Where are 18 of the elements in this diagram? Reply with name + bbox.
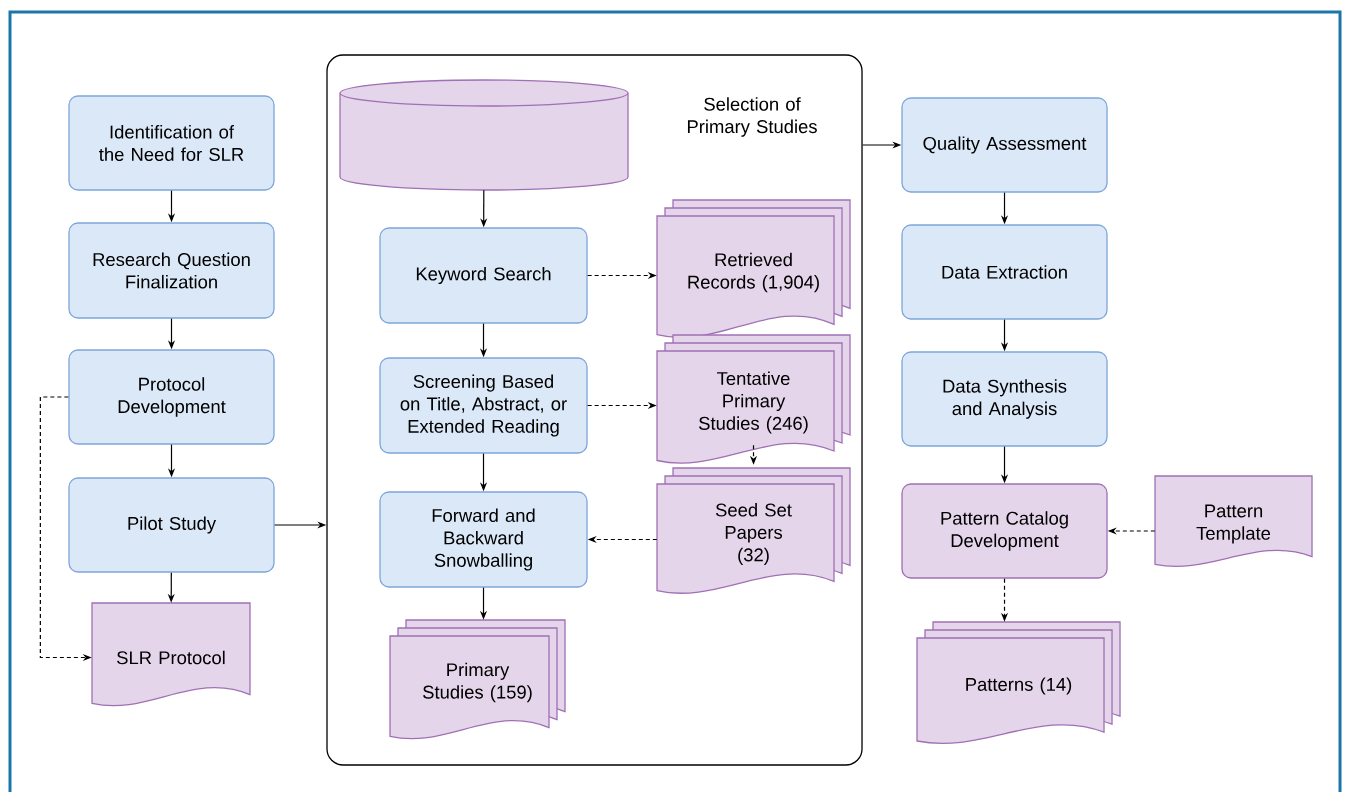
process-box: Data Extraction <box>901 224 1108 320</box>
process-box: Pattern Catalog Development <box>901 483 1108 579</box>
stacked-documents: Seed Set Papers (32) <box>656 467 851 594</box>
stacked-documents: Primary Studies (159) <box>389 619 566 740</box>
process-box: Forward and Backward Snowballing <box>379 491 588 588</box>
process-box: Quality Assessment <box>901 97 1108 193</box>
process-box: Protocol Development <box>68 349 275 445</box>
process-box: Keyword Search <box>379 227 588 324</box>
stacked-documents: Patterns (14) <box>916 621 1121 744</box>
process-box: Pilot Study <box>68 477 275 573</box>
database-cylinder <box>339 79 629 191</box>
process-box: Identification of the Need for SLR <box>68 95 275 191</box>
process-box: Screening Based on Title, Abstract, or Extended Reading <box>379 357 588 454</box>
stacked-documents: Tentative Primary Studies (246) <box>656 334 851 464</box>
stacked-documents: Retrieved Records (1,904) <box>656 199 851 338</box>
group-heading: Selection of Primary Studies <box>688 97 817 137</box>
process-box: Data Synthesis and Analysis <box>901 351 1108 447</box>
process-box: Research Question Finalization <box>68 222 275 319</box>
